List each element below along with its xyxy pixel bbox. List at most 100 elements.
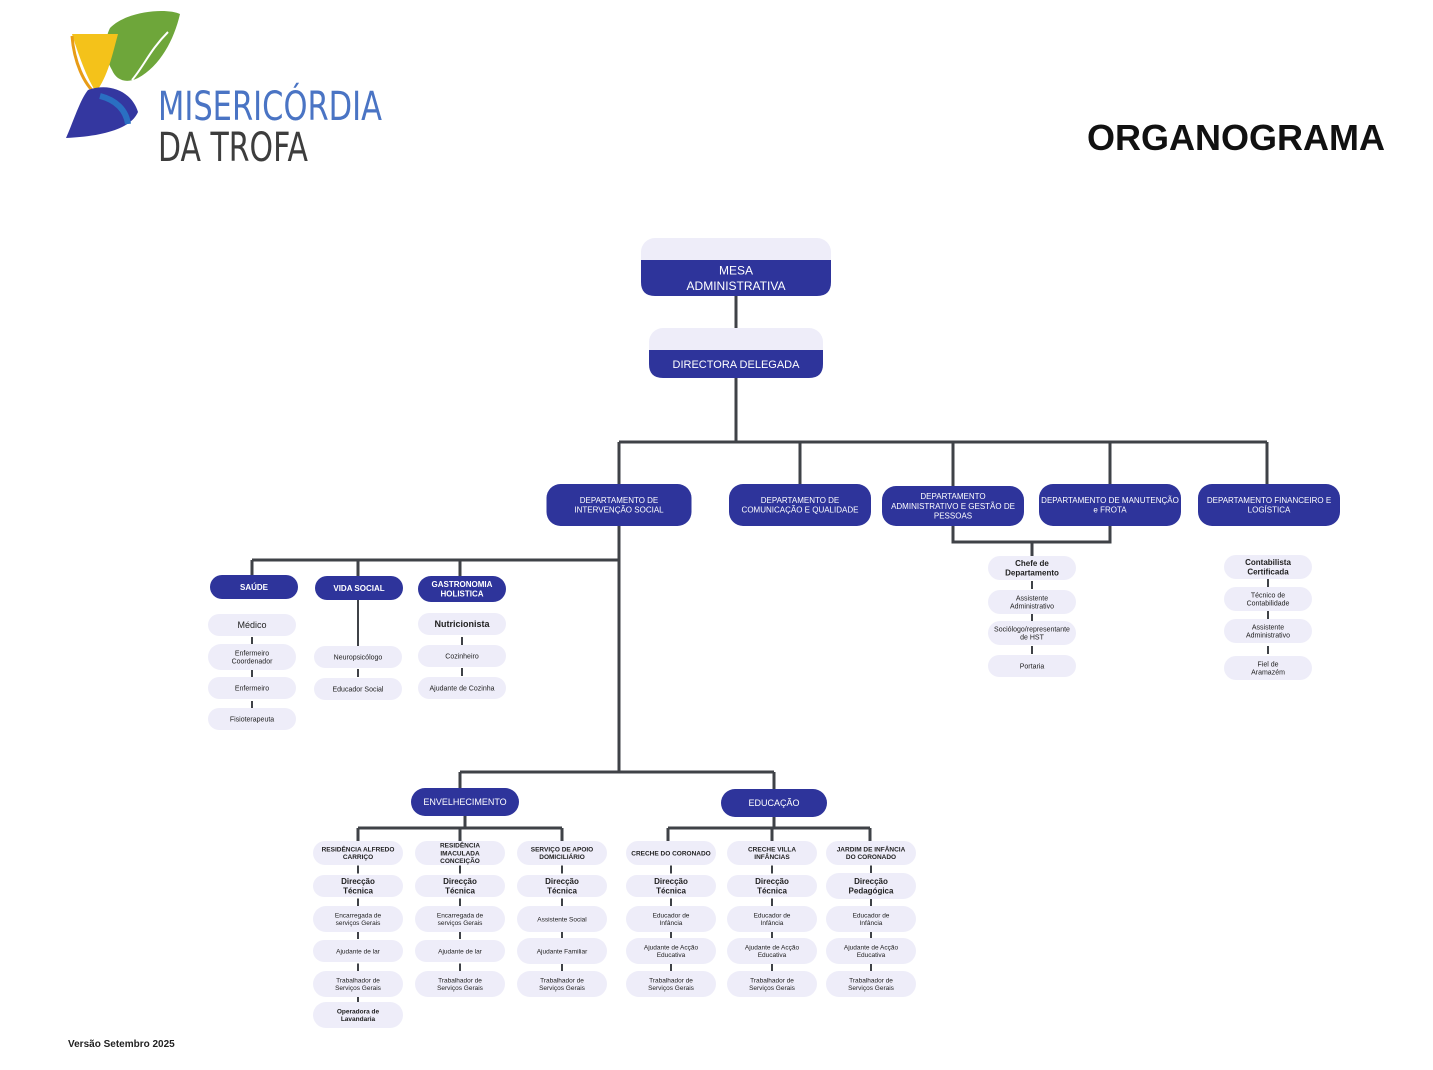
page-title: ORGANOGRAMA (1087, 117, 1385, 158)
area-vida-social-node-box (315, 576, 403, 600)
educacao-item-box (626, 971, 716, 997)
financeiro-staff-item-box (1224, 587, 1312, 611)
dept-intervencao-node-box (546, 484, 692, 526)
educacao-item-box (727, 875, 817, 897)
envelhecimento-unit-0-box (313, 841, 403, 865)
envelhecimento-item-label: Ajudante Familiar (537, 948, 588, 955)
envelhecimento-item-box (313, 875, 403, 897)
directora-delegada-node: DIRECTORA DELEGADA (649, 328, 823, 378)
gastronomia-item-box (418, 645, 506, 667)
adm-staff-item-box (988, 590, 1076, 614)
gastronomia-item: Nutricionista (418, 613, 506, 635)
envelhecimento-item-label: Assistente Social (537, 916, 587, 923)
envelhecimento-item-box (415, 940, 505, 962)
connector-line (951, 526, 1112, 544)
envelhecimento-item-box (313, 1002, 403, 1028)
envelhecimento-item-box (415, 875, 505, 897)
directora-delegada-node-label: DIRECTORA DELEGADA (673, 359, 801, 371)
adm-staff-item-box (988, 655, 1076, 677)
educacao-item-box (826, 873, 916, 899)
envelhecimento-item-box (517, 875, 607, 897)
educacao-node-label: EDUCAÇÃO (748, 798, 799, 808)
envelhecimento-item-box (517, 906, 607, 932)
envelhecimento-item-box (517, 938, 607, 964)
dept-manutencao-node-box (1039, 484, 1181, 526)
dept-administrativo-node-box (882, 486, 1024, 526)
vida-social-item-box (314, 678, 402, 700)
adm-staff-item: Portaria (988, 655, 1076, 677)
area-vida-social-node: VIDA SOCIAL (315, 576, 403, 600)
adm-staff-item-label: Portaria (1020, 663, 1045, 670)
vida-social-item-box (314, 646, 402, 668)
educacao-node: EDUCAÇÃO (721, 789, 827, 817)
educacao-unit-2-box (826, 841, 916, 865)
financeiro-staff-item-box (1224, 619, 1312, 643)
envelhecimento-item-box (313, 971, 403, 997)
educacao-unit-1-box (727, 841, 817, 865)
saude-item: Fisioterapeuta (208, 708, 296, 730)
educacao-item-box (626, 938, 716, 964)
envelhecimento-item-box (415, 971, 505, 997)
gastronomia-item-box (418, 677, 506, 699)
educacao-item-box (826, 906, 916, 932)
area-vida-social-node-label: VIDA SOCIAL (333, 584, 384, 593)
envelhecimento-unit-1-box (415, 841, 505, 865)
gastronomia-item-box (418, 613, 506, 635)
envelhecimento-item: Ajudante Familiar (517, 938, 607, 964)
saude-item-box (208, 644, 296, 670)
gastronomia-item-label: Ajudante de Cozinha (430, 685, 495, 692)
area-gastronomia-node-box (418, 576, 506, 602)
educacao-item-box (727, 938, 817, 964)
vida-social-item-label: Neuropsicólogo (334, 654, 383, 661)
logo-line1: MISERICÓRDIA (158, 82, 382, 130)
